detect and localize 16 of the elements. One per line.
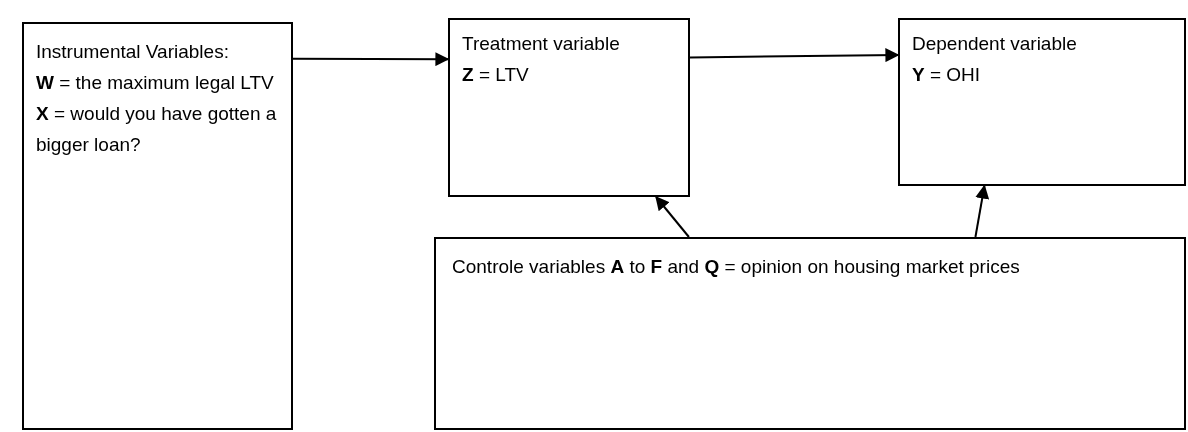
node-text: Y = OHI: [912, 63, 982, 87]
node-text: Dependent variable: [912, 32, 1078, 56]
text-box: [898, 18, 1186, 186]
node-text: Z = LTV: [462, 63, 530, 87]
arrow: [689, 48, 900, 63]
arrow: [292, 52, 450, 67]
text-box: [434, 237, 1186, 430]
arrow: [974, 184, 990, 238]
text-box: [22, 22, 293, 430]
node-text: Instrumental Variables:: [36, 40, 230, 64]
text-box: [448, 18, 690, 197]
arrow: [655, 195, 690, 238]
node-text: X = would you have gotten a bigger loan?: [36, 102, 278, 157]
node-text: Controle variables A to F and Q = opinion on housing market prices: [452, 255, 1021, 279]
node-text: Treatment variable: [462, 32, 621, 56]
node-text: W = the maximum legal LTV: [36, 71, 275, 95]
